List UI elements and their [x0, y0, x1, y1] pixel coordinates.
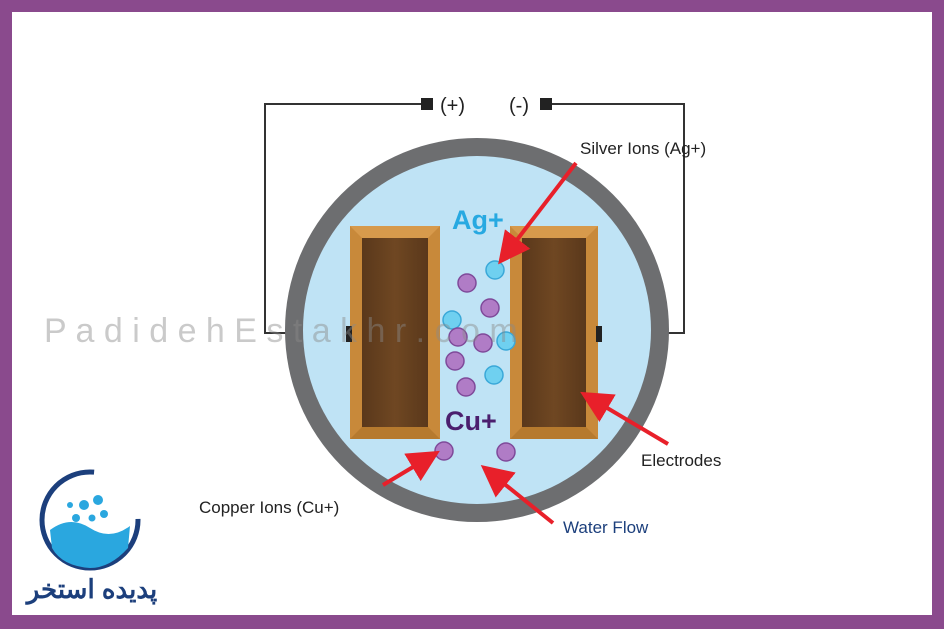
copper-ion	[434, 441, 454, 461]
copper-ion	[496, 442, 516, 462]
silver-ion	[496, 331, 516, 351]
copper-ions-label: Copper Ions (Cu+)	[199, 498, 339, 517]
copper-ion	[480, 298, 500, 318]
silver-ions	[442, 260, 516, 385]
copper-ion	[456, 377, 476, 397]
negative-terminal-label: (-)	[509, 95, 529, 117]
watermark-text: P a d i d e h E s t a k h r . c o m	[44, 312, 518, 350]
electrodes-arrow	[580, 391, 670, 446]
copper-ion	[445, 351, 465, 371]
water-flow-arrow	[480, 464, 555, 525]
negative-terminal-icon	[540, 98, 552, 110]
positive-terminal-label: (+)	[440, 95, 465, 117]
logo-text: پدیده استخر	[25, 574, 158, 605]
copper-ion-symbol: Cu+	[445, 406, 497, 436]
silver-ion	[485, 260, 505, 280]
silver-ion	[442, 310, 462, 330]
silver-ion	[484, 365, 504, 385]
silver-ion-symbol: Ag+	[452, 205, 504, 235]
electrodes-label: Electrodes	[641, 451, 721, 470]
water-splash-logo-icon	[39, 469, 141, 571]
copper-ion	[473, 333, 493, 353]
copper-ions-arrow	[381, 450, 440, 487]
callout-arrows	[381, 161, 670, 525]
copper-ion	[457, 273, 477, 293]
water-flow-label: Water Flow	[563, 518, 649, 537]
silver-ions-arrow	[498, 161, 578, 265]
positive-terminal-icon	[421, 98, 433, 110]
copper-ions	[434, 273, 516, 462]
left-electrode	[346, 226, 440, 439]
silver-ions-label: Silver Ions (Ag+)	[580, 139, 706, 158]
copper-ion	[448, 327, 468, 347]
right-electrode	[510, 226, 602, 439]
